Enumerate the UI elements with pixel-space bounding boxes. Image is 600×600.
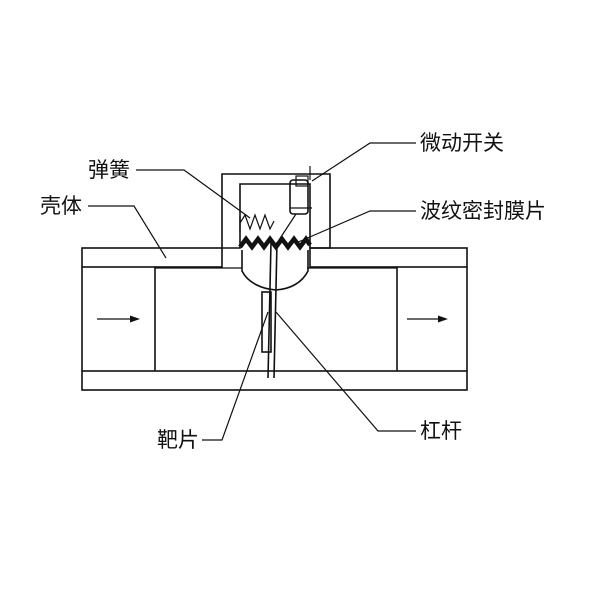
leader-micro-switch — [311, 142, 416, 182]
label-lever: 杠杆 — [420, 419, 462, 443]
leader-target-plate — [202, 311, 269, 441]
lever — [267, 213, 297, 379]
leader-spring — [136, 169, 251, 219]
housing-top-wall — [81, 247, 468, 268]
label-spring: 弹簧 — [88, 158, 130, 182]
label-micro-switch: 微动开关 — [420, 131, 504, 155]
label-housing: 壳体 — [40, 194, 82, 218]
switch-chamber-housing — [221, 173, 331, 249]
leader-bellows-seal — [295, 210, 416, 244]
outlet-flow-arrow — [407, 315, 448, 323]
lower-chamber-wall — [241, 250, 309, 291]
inlet-flow-arrow — [97, 315, 140, 323]
label-target-plate: 靶片 — [157, 428, 199, 452]
target-plate — [261, 291, 272, 353]
bellows-seal-diaphragm — [238, 235, 312, 251]
micro-switch — [289, 166, 312, 215]
label-bellows-seal: 波纹密封膜片 — [420, 199, 546, 223]
leader-housing — [88, 205, 167, 259]
leader-lever — [275, 311, 416, 432]
spring — [239, 213, 275, 231]
pipe-bore-lines — [81, 267, 468, 371]
